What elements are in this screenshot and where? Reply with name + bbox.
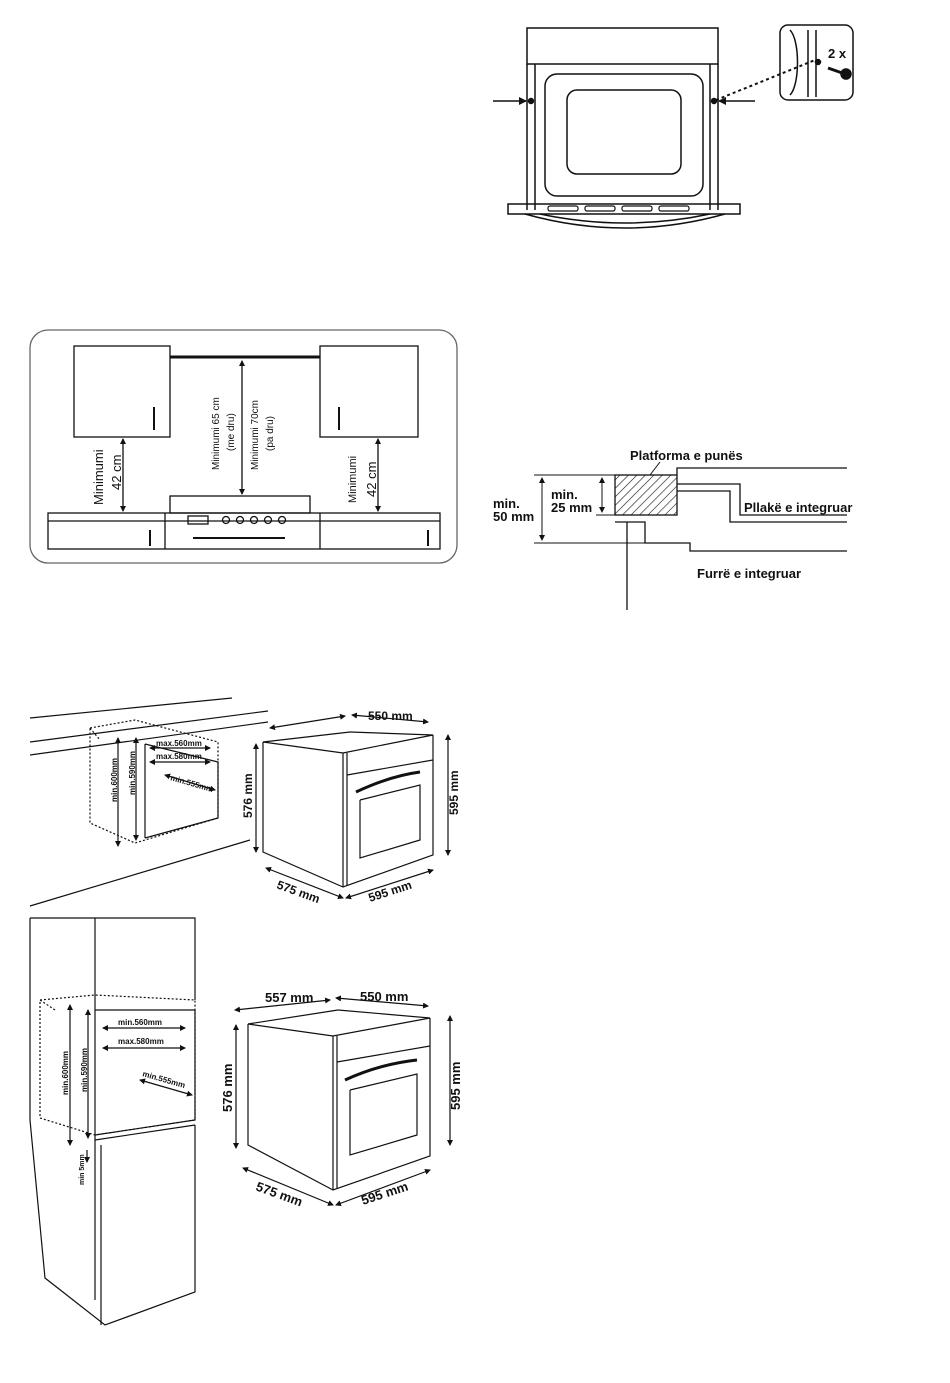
left-val-label: 42 cm (109, 455, 124, 490)
cabinet-top (526, 27, 719, 65)
uc-576: 576 mm (241, 773, 255, 818)
min50-a: min. (493, 496, 520, 511)
right-min-label: Minimumi (347, 456, 359, 503)
oven-front (544, 73, 704, 197)
center-line4: (pa dru) (265, 416, 276, 451)
left-wall-cabinet (73, 345, 171, 438)
tu-595w: 595 mm (359, 1179, 410, 1208)
uc-min590: min.590mm (128, 751, 137, 795)
screw-icon (827, 66, 852, 80)
under-counter-figure (29, 697, 451, 907)
center-line3: Minimumi 70cm (250, 400, 261, 470)
tu-min600: min.600mm (61, 1051, 70, 1095)
under-counter-labels: min.600mm min.590mm max.560mm max.580mm … (110, 709, 461, 906)
tu-550: 550 mm (360, 989, 408, 1004)
center-line2: (me dru) (226, 413, 237, 451)
tu-576: 576 mm (220, 1064, 235, 1112)
center-line1: Minimumi 65 cm (211, 397, 222, 470)
tu-595h: 595 mm (448, 1062, 463, 1110)
oven-fixing-figure (493, 24, 854, 229)
hob (169, 495, 311, 514)
tu-min590: min.590mm (80, 1048, 89, 1092)
min25-b: 25 mm (551, 500, 592, 515)
detail-box (779, 24, 854, 101)
clearance-frame (29, 329, 458, 564)
min50-b: 50 mm (493, 509, 534, 524)
uc-550: 550 mm (368, 709, 413, 723)
worktop-labels: Platforma e punës Pllakë e integruar Fur… (493, 448, 852, 581)
oven-display (187, 515, 209, 525)
tu-min560: min.560mm (118, 1018, 162, 1027)
tall-unit-figure (29, 917, 453, 1326)
uc-min555: min.555mm (169, 773, 214, 794)
uc-min600: min.600mm (110, 758, 119, 802)
base-slots (547, 205, 690, 212)
min25-a: min. (551, 487, 578, 502)
counter (47, 512, 441, 550)
hob-label: Pllakë e integruar (744, 500, 852, 515)
right-wall-cabinet (319, 345, 419, 438)
screw-hole-right (710, 97, 718, 105)
uc-595h: 595 mm (447, 770, 461, 815)
door-bottom (524, 213, 726, 229)
uc-max580: max.580mm (156, 752, 202, 761)
left-min-label: Minimumi (91, 449, 106, 505)
screw-count-label: 2 x (828, 46, 847, 61)
clearance-figure (29, 329, 458, 564)
uc-595w: 595 mm (367, 878, 414, 905)
uc-575: 575 mm (275, 878, 322, 906)
worktop-section (614, 474, 678, 516)
oven-base (507, 203, 741, 215)
worktop-figure (534, 461, 847, 610)
right-val-label: 42 cm (364, 462, 379, 497)
tu-557: 557 mm (265, 990, 313, 1005)
screw-hole-left (527, 97, 535, 105)
uc-max560: max.560mm (156, 739, 202, 748)
clearance-labels: Minimumi 42 cm Minimumi 65 cm (me dru) M… (91, 397, 379, 505)
oven-label: Furrë e integruar (697, 566, 801, 581)
tu-max580: max.580mm (118, 1037, 164, 1046)
oven-window (566, 89, 682, 175)
platform-label: Platforma e punës (630, 448, 743, 463)
tu-min5: min 5mm (79, 1154, 86, 1185)
